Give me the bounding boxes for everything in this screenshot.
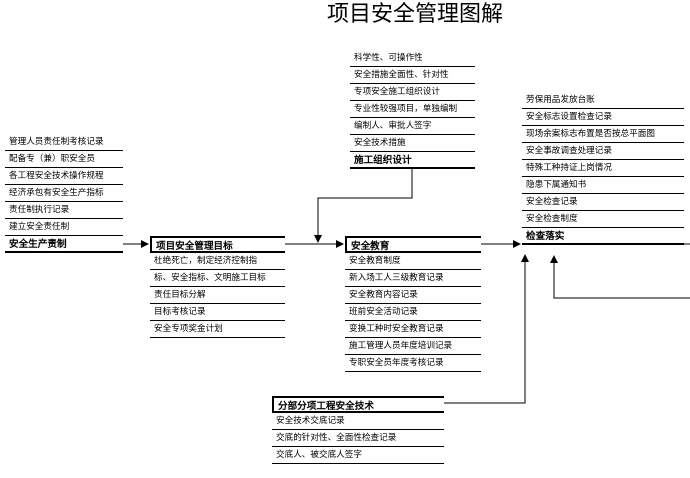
list-item: 配备专（兼）职安全员 bbox=[5, 151, 123, 168]
list-item: 新入场工人三级教育记录 bbox=[345, 270, 481, 287]
responsibility-header: 安全生产责制 bbox=[5, 236, 123, 253]
list-item: 安全标志设置检查记录 bbox=[522, 109, 684, 126]
inspection-header: 检查落实 bbox=[522, 228, 684, 245]
list-item: 安全教育制度 bbox=[345, 253, 481, 270]
list-item: 杜绝死亡，制定经济控制指 bbox=[150, 253, 285, 270]
list-item: 责任制执行记录 bbox=[5, 202, 123, 219]
list-item: 责任目标分解 bbox=[150, 287, 285, 304]
list-item: 管理人员责任制考核记录 bbox=[5, 134, 123, 151]
list-item: 建立安全责任制 bbox=[5, 219, 123, 236]
arrow-technique-to-inspection bbox=[444, 254, 529, 404]
goals-header: 项目安全管理目标 bbox=[150, 236, 285, 253]
design-box: 科学性、可操作性 安全措施全面性、针对性 专项安全施工组织设计 专业性较强项目，… bbox=[350, 50, 475, 169]
list-item: 特殊工种持证上岗情况 bbox=[522, 160, 684, 177]
list-item: 各工程安全技术操作规程 bbox=[5, 168, 123, 185]
list-item: 编制人、审批人签字 bbox=[350, 118, 475, 135]
arrow-feedback-to-inspection bbox=[550, 255, 690, 299]
technique-box: 分部分项工程安全技术 安全技术交底记录 交底的针对性、全面性检查记录 交底人、被… bbox=[272, 396, 444, 464]
list-item: 隐患下属通知书 bbox=[522, 177, 684, 194]
list-item: 专项安全施工组织设计 bbox=[350, 84, 475, 101]
list-item: 变换工种时安全教育记录 bbox=[345, 321, 481, 338]
list-item: 交底的针对性、全面性检查记录 bbox=[272, 430, 444, 447]
list-item: 安全措施全面性、针对性 bbox=[350, 67, 475, 84]
list-item: 交底人、被交底人签字 bbox=[272, 447, 444, 464]
diagram-title: 项目安全管理图解 bbox=[326, 2, 503, 27]
list-item: 标、安全指标、文明施工目标 bbox=[150, 270, 285, 287]
arrow-design-to-education bbox=[314, 169, 413, 243]
list-item: 安全检查记录 bbox=[522, 194, 684, 211]
responsibility-box: 管理人员责任制考核记录 配备专（兼）职安全员 各工程安全技术操作规程 经济承包有… bbox=[5, 134, 123, 253]
inspection-box: 劳保用品发放台账 安全标志设置检查记录 现场余案标志布置是否按总平面图 安全事故… bbox=[522, 92, 684, 245]
list-item: 经济承包有安全生产指标 bbox=[5, 185, 123, 202]
list-item: 安全技术交底记录 bbox=[272, 413, 444, 430]
list-item: 安全检查制度 bbox=[522, 211, 684, 228]
list-item: 劳保用品发放台账 bbox=[522, 92, 684, 109]
education-box: 安全教育 安全教育制度 新入场工人三级教育记录 安全教育内容记录 班前安全活动记… bbox=[345, 236, 481, 372]
list-item: 专业性较强项目，单独编制 bbox=[350, 101, 475, 118]
list-item: 安全专项奖金计划 bbox=[150, 321, 285, 338]
list-item: 安全教育内容记录 bbox=[345, 287, 481, 304]
list-item: 专职安全员年度考核记录 bbox=[345, 355, 481, 372]
list-item: 科学性、可操作性 bbox=[350, 50, 475, 67]
list-item: 安全技术措施 bbox=[350, 135, 475, 152]
list-item: 目标考核记录 bbox=[150, 304, 285, 321]
design-header: 施工组织设计 bbox=[350, 152, 475, 169]
list-item: 施工管理人员年度培训记录 bbox=[345, 338, 481, 355]
education-header: 安全教育 bbox=[345, 236, 481, 253]
technique-header: 分部分项工程安全技术 bbox=[272, 396, 444, 413]
goals-box: 项目安全管理目标 杜绝死亡，制定经济控制指 标、安全指标、文明施工目标 责任目标… bbox=[150, 236, 285, 338]
list-item: 安全事故调查处理记录 bbox=[522, 143, 684, 160]
list-item: 班前安全活动记录 bbox=[345, 304, 481, 321]
list-item: 现场余案标志布置是否按总平面图 bbox=[522, 126, 684, 143]
